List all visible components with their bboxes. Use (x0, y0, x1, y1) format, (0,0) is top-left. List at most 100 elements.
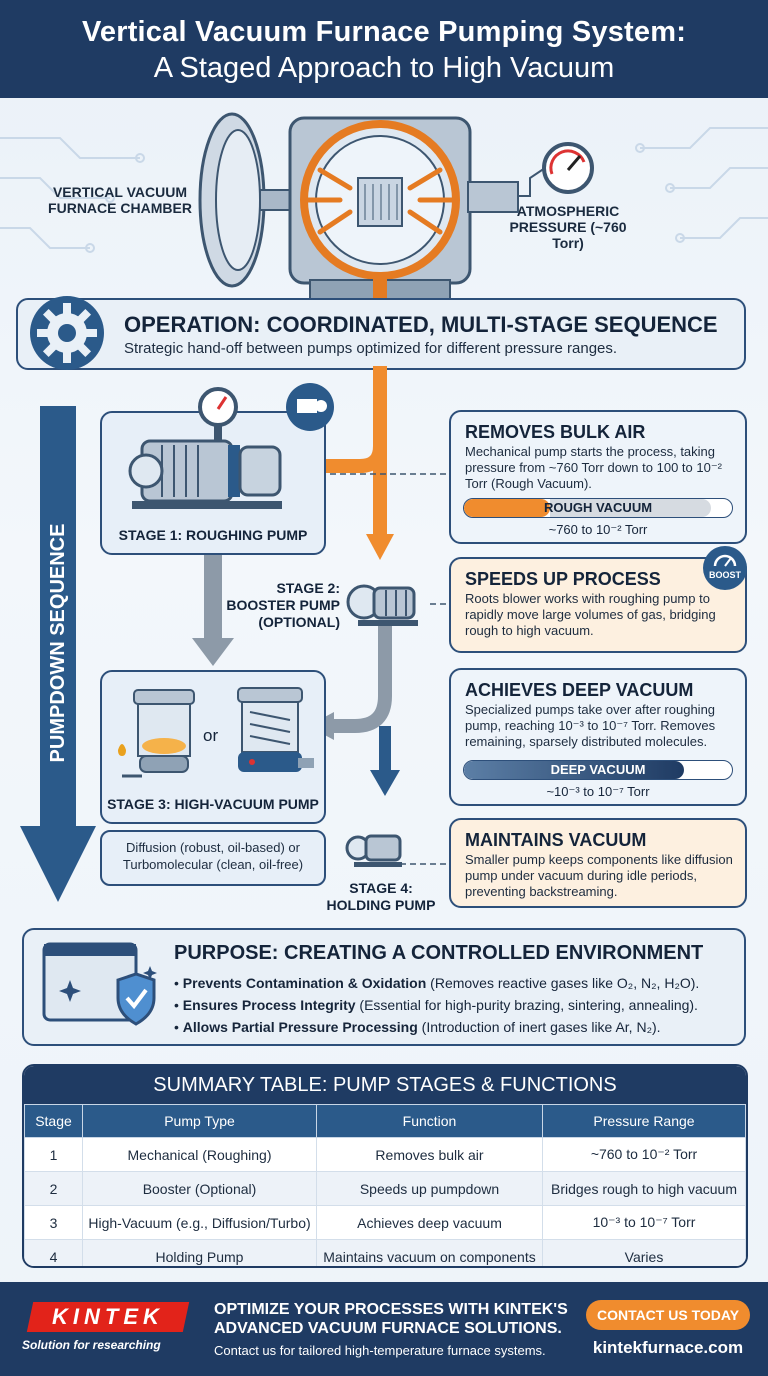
footer-banner: KINTEK Solution for researching OPTIMIZE… (0, 1282, 768, 1376)
rough-vacuum-bar: ROUGH VACUUM (463, 498, 733, 518)
stage4-label: STAGE 4: HOLDING PUMP (326, 880, 436, 913)
pumpdown-sequence-label: PUMPDOWN SEQUENCE (47, 523, 69, 763)
purpose-list: • Prevents Contamination & Oxidation (Re… (174, 972, 699, 1038)
stage3-note-box: Diffusion (robust, oil-based) or Turbomo… (100, 830, 326, 886)
footer-cta-sub: Contact us for tailored high-temperature… (214, 1343, 546, 1358)
card-achieves-deep-vacuum: ACHIEVES DEEP VACUUM Specialized pumps t… (449, 668, 747, 806)
chamber-label: VERTICAL VACUUM FURNACE CHAMBER (48, 184, 192, 216)
kintek-tagline: Solution for researching (22, 1338, 161, 1352)
boost-label: BOOST (708, 570, 741, 580)
operation-subtitle: Strategic hand-off between pumps optimiz… (124, 340, 618, 357)
purpose-item: • Allows Partial Pressure Processing (In… (174, 1019, 661, 1035)
footer-cta-text: OPTIMIZE YOUR PROCESSES WITH KINTEK'S AD… (214, 1300, 568, 1338)
table-row: 2 Booster (Optional) Speeds up pumpdown … (24, 1171, 746, 1206)
table-cell: High-Vacuum (e.g., Diffusion/Turbo) (82, 1205, 317, 1240)
purpose-item-rest: (Essential for high-purity brazing, sint… (355, 997, 698, 1013)
card-speeds-up-process: SPEEDS UP PROCESS Roots blower works wit… (449, 557, 747, 653)
website-link[interactable]: kintekfurnace.com (592, 1338, 744, 1357)
summary-table: Stage Pump Type Function Pressure Range … (24, 1104, 746, 1266)
stage2-label: STAGE 2: BOOSTER PUMP (OPTIONAL) (226, 580, 340, 630)
boost-badge: BOOST (703, 546, 747, 590)
kintek-logo-text: KINTEK (52, 1304, 164, 1329)
roughing-pump-icon (128, 387, 282, 509)
furnace-chamber-illustration (198, 112, 546, 308)
circuit-decoration-right (635, 127, 768, 243)
purpose-item-bold: Allows Partial Pressure Processing (182, 1019, 418, 1035)
deep-vacuum-bar: DEEP VACUUM (463, 760, 733, 780)
col-header: Function (316, 1104, 543, 1138)
card-bulk-body: Mechanical pump starts the process, taki… (465, 444, 723, 491)
deep-vacuum-fill (464, 761, 684, 779)
purpose-item-rest: (Removes reactive gases like O₂, N₂, H₂O… (426, 975, 700, 991)
card-deep-body: Specialized pumps take over after roughi… (465, 702, 716, 749)
table-cell: 2 (24, 1171, 83, 1206)
col-header: Pressure Range (542, 1104, 746, 1138)
connector-stage2 (430, 603, 452, 605)
summary-title: SUMMARY TABLE: PUMP STAGES & FUNCTIONS (24, 1066, 746, 1104)
stage1-label: STAGE 1: ROUGHING PUMP (118, 527, 308, 543)
pump-badge-icon (286, 383, 334, 431)
pumpdown-arrow (20, 406, 96, 902)
card-deep-range: ~10⁻³ to 10⁻⁷ Torr (546, 784, 650, 799)
table-cell: Bridges rough to high vacuum (542, 1171, 746, 1206)
col-header: Pump Type (82, 1104, 317, 1138)
deep-vacuum-label: DEEP VACUUM (550, 762, 646, 777)
card-maintain-title: MAINTAINS VACUUM (465, 830, 647, 850)
summary-table-panel: SUMMARY TABLE: PUMP STAGES & FUNCTIONS S… (22, 1064, 748, 1268)
card-bulk-range: ~760 to 10⁻² Torr (548, 522, 648, 537)
stage3-or: or (203, 726, 219, 745)
footer-cta-line1: OPTIMIZE YOUR PROCESSES WITH KINTEK'S (214, 1301, 568, 1318)
table-row: 4 Holding Pump Maintains vacuum on compo… (24, 1239, 746, 1266)
purpose-item-rest: (Introduction of inert gases like Ar, N₂… (417, 1019, 661, 1035)
purpose-item: • Ensures Process Integrity (Essential f… (174, 997, 698, 1013)
controlled-environment-icon (42, 942, 157, 1026)
stage1-box: STAGE 1: ROUGHING PUMP (100, 383, 334, 555)
header-banner: Vertical Vacuum Furnace Pumping System: … (0, 0, 768, 98)
gear-icon (30, 296, 104, 370)
gauge-icon (542, 142, 594, 194)
table-cell: Removes bulk air (316, 1137, 543, 1172)
table-row: 3 High-Vacuum (e.g., Diffusion/Turbo) Ac… (24, 1205, 746, 1240)
connector-stage1 (320, 473, 450, 475)
booster-pump-icon (346, 584, 418, 626)
operation-banner: OPERATION: COORDINATED, MULTI-STAGE SEQU… (16, 296, 746, 370)
card-speed-body: Roots blower works with roughing pump to… (465, 591, 716, 638)
table-cell: Booster (Optional) (82, 1171, 317, 1206)
title-line-1: Vertical Vacuum Furnace Pumping System: (81, 16, 687, 48)
speedometer-icon (713, 554, 737, 567)
purpose-panel: PURPOSE: CREATING A CONTROLLED ENVIRONME… (22, 928, 746, 1046)
purpose-item: • Prevents Contamination & Oxidation (Re… (174, 975, 700, 991)
contact-us-button[interactable]: CONTACT US TODAY (586, 1300, 750, 1330)
table-cell: ~760 to 10⁻² Torr (542, 1137, 746, 1172)
rough-vacuum-rest (549, 499, 711, 517)
kintek-logo[interactable]: KINTEK (26, 1302, 190, 1332)
operation-title: OPERATION: COORDINATED, MULTI-STAGE SEQU… (124, 312, 718, 337)
title-line-2: A Staged Approach to High Vacuum (153, 52, 615, 84)
col-header: Stage (24, 1104, 83, 1138)
pressure-label: ATMOSPHERIC PRESSURE (~760 Torr) (509, 203, 627, 251)
card-deep-title: ACHIEVES DEEP VACUUM (465, 680, 694, 700)
table-cell: 4 (24, 1239, 83, 1266)
table-cell: 1 (24, 1137, 83, 1172)
stage3-note: Diffusion (robust, oil-based) or Turbomo… (122, 840, 304, 872)
purpose-item-bold: Prevents Contamination & Oxidation (182, 975, 427, 991)
purpose-item-bold: Ensures Process Integrity (182, 997, 356, 1013)
high-vacuum-pumps-icon (118, 687, 314, 778)
rough-vacuum-fill (464, 499, 550, 517)
card-maintain-body: Smaller pump keeps components like diffu… (465, 852, 733, 899)
card-speed-title: SPEEDS UP PROCESS (465, 569, 661, 589)
table-cell: 10⁻³ to 10⁻⁷ Torr (542, 1205, 746, 1240)
table-cell: Achieves deep vacuum (316, 1205, 543, 1240)
card-removes-bulk-air: REMOVES BULK AIR Mechanical pump starts … (449, 410, 747, 544)
rough-vacuum-label: ROUGH VACUUM (543, 500, 653, 515)
table-cell: Speeds up pumpdown (316, 1171, 543, 1206)
card-maintains-vacuum: MAINTAINS VACUUM Smaller pump keeps comp… (449, 818, 747, 908)
table-row: 1 Mechanical (Roughing) Removes bulk air… (24, 1137, 746, 1172)
connector-stage4 (400, 863, 450, 865)
table-cell: Holding Pump (82, 1239, 317, 1266)
stage3-label: STAGE 3: HIGH-VACUUM PUMP (107, 796, 319, 812)
table-cell: Varies (542, 1239, 746, 1266)
circuit-decoration-left (0, 137, 145, 253)
table-header-row: Stage Pump Type Function Pressure Range (24, 1104, 746, 1138)
table-cell: Mechanical (Roughing) (82, 1137, 317, 1172)
